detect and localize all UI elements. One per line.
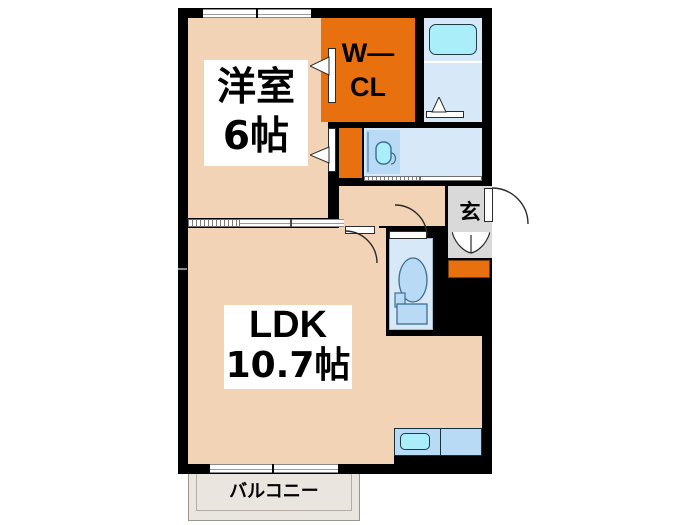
- closet-small-lower: [339, 128, 362, 178]
- ldk-hall-door-arc: [344, 230, 378, 264]
- vanity-sink-icon: [367, 132, 397, 172]
- room-ldk-kitchen-wing: [386, 336, 482, 428]
- closet-label-line2: CL: [350, 71, 386, 102]
- kitchen-counter-divider: [440, 428, 441, 456]
- kitchen-sink-basin: [400, 433, 430, 450]
- bathroom-floor-divider: [424, 61, 482, 63]
- washroom-sill: [364, 176, 420, 181]
- toilet-fixture-icon: [394, 257, 428, 325]
- bedroom-ldk-partition-mullion: [290, 219, 292, 227]
- shoe-cabinet: [448, 260, 490, 278]
- bathroom-door-fold-icon: [431, 97, 447, 113]
- bathroom-floor: [424, 63, 482, 115]
- closet-door-lower-fold-icon: [310, 146, 330, 164]
- ldk-label-box: [224, 305, 352, 389]
- genkan-label: 玄: [459, 199, 481, 224]
- closet-door-upper-leaf[interactable]: [328, 48, 336, 103]
- genkan-step-icon: [452, 232, 490, 254]
- bedroom-window-mullion: [256, 9, 258, 18]
- bedroom-ldk-partition[interactable]: [240, 219, 344, 227]
- room-ldk-kitchen-wing-lower: [386, 428, 394, 464]
- bedroom-ldk-sill-left: [188, 219, 240, 227]
- washroom-door-leaf[interactable]: [420, 176, 482, 181]
- bedroom-size-label: 6帖: [222, 113, 290, 159]
- hall-corridor-vertical: [339, 186, 379, 232]
- bedroom-name-label: 洋室: [216, 64, 295, 110]
- ldk-size-label: 10.7帖: [225, 345, 351, 387]
- toilet-door-arc: [394, 204, 428, 236]
- bedroom-label-box: [204, 60, 308, 166]
- closet-label-line1: W—: [341, 37, 395, 68]
- ldk-balcony-door-mullion: [272, 464, 274, 473]
- bathtub: [429, 24, 477, 55]
- ldk-balcony-door[interactable]: [210, 464, 338, 473]
- ldk-name-label: LDK: [248, 304, 328, 347]
- entrance-door-arc: [491, 187, 529, 225]
- entrance-door-leaf[interactable]: [484, 188, 493, 222]
- ldk-window-west[interactable]: [178, 268, 187, 270]
- ldk-hall-door-leaf[interactable]: [345, 226, 375, 234]
- closet-walk-in: [321, 18, 415, 122]
- closet-door-upper-fold-icon: [310, 56, 330, 76]
- balcony-inner: [196, 473, 352, 511]
- balcony-label: バルコニー: [229, 480, 319, 502]
